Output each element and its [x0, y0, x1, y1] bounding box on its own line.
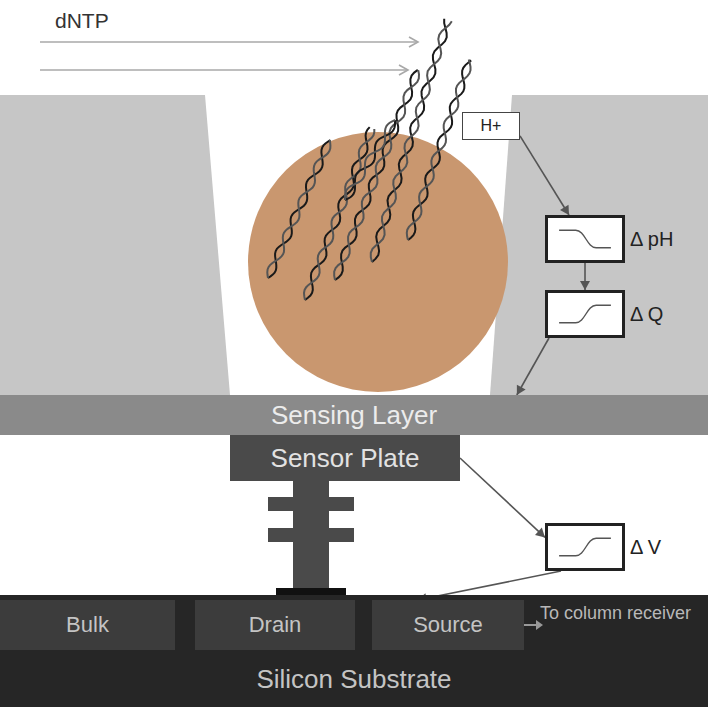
ph-change-box: Δ pH [545, 215, 625, 263]
curve-icon [548, 293, 622, 335]
dna-strand [334, 70, 419, 280]
node-text: H+ [481, 117, 502, 135]
metal-layer [268, 528, 354, 542]
voltage-change-box: Δ V [545, 523, 625, 571]
ion-box: H+ [462, 112, 520, 140]
source-region: Source [372, 600, 524, 650]
signal-arrow [460, 458, 545, 537]
well-wall [490, 95, 708, 395]
sensor-plate: Sensor Plate [230, 435, 460, 481]
dna-strand [268, 140, 330, 278]
node-text: Silicon Substrate [256, 664, 451, 695]
drain-region: Drain [195, 600, 355, 650]
dna-strand [345, 120, 395, 200]
curve-icon [548, 526, 622, 568]
output-arrow [524, 624, 540, 626]
node-text: Bulk [66, 612, 109, 638]
curve-icon [548, 218, 622, 260]
bead [248, 132, 508, 392]
delta-label: Δ Q [630, 303, 663, 326]
bulk-region: Bulk [0, 600, 175, 650]
node-text: Sensor Plate [271, 443, 420, 474]
dna-strand [345, 120, 395, 200]
delta-label: Δ V [630, 536, 661, 559]
dna-strands [267, 19, 471, 300]
dna-strand [407, 60, 471, 240]
well-wall [0, 95, 230, 395]
flow-arrow [40, 69, 408, 71]
charge-change-box: Δ Q [545, 290, 625, 338]
reagent-label: dNTP [55, 8, 109, 33]
sensing-layer: Sensing Layer [0, 395, 708, 435]
signal-arrow [584, 263, 586, 290]
node-text: Drain [249, 612, 302, 638]
signal-arrow [520, 136, 569, 215]
signal-arrow [517, 338, 549, 395]
output-label: To column receiver [540, 603, 700, 625]
metal-layer [268, 497, 354, 511]
delta-label: Δ pH [630, 228, 673, 251]
dna-strand [267, 140, 330, 278]
node-text: Sensing Layer [271, 400, 437, 431]
node-text: Source [413, 612, 483, 638]
flow-arrow [40, 41, 418, 43]
